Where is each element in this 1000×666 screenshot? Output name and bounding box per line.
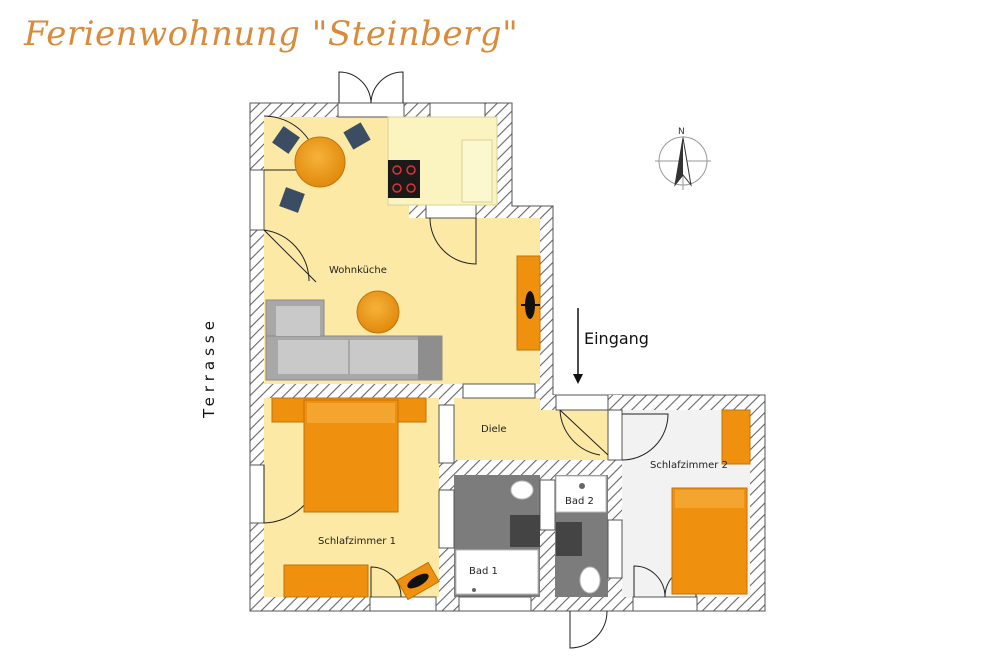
kitchen-counter	[387, 116, 498, 206]
room-label-bad1: Bad 1	[469, 566, 498, 577]
coffee-table	[356, 290, 400, 334]
bedroom2-furniture	[671, 409, 751, 595]
page-title: Ferienwohnung "Steinberg"	[24, 14, 519, 54]
entrance-label: Eingang	[584, 329, 649, 348]
compass-icon	[655, 136, 711, 190]
tv-sideboard	[516, 255, 541, 351]
entrance-arrow	[573, 308, 583, 384]
room-label-schlafzimmer1: Schlafzimmer 1	[318, 536, 396, 547]
windows	[249, 102, 698, 612]
room-label-wohnkueche: Wohnküche	[329, 265, 387, 276]
room-label-bad2: Bad 2	[565, 496, 594, 507]
room-label-diele: Diele	[481, 424, 507, 435]
compass-north-label: N	[678, 127, 685, 137]
bedroom1-furniture	[271, 397, 440, 601]
bad1-fixtures	[455, 480, 540, 595]
bad2-fixtures	[555, 475, 607, 594]
sofa	[265, 299, 443, 381]
room-label-schlafzimmer2: Schlafzimmer 2	[650, 460, 728, 471]
terrace-label: Terrasse	[200, 316, 218, 419]
dining-table	[272, 122, 371, 213]
